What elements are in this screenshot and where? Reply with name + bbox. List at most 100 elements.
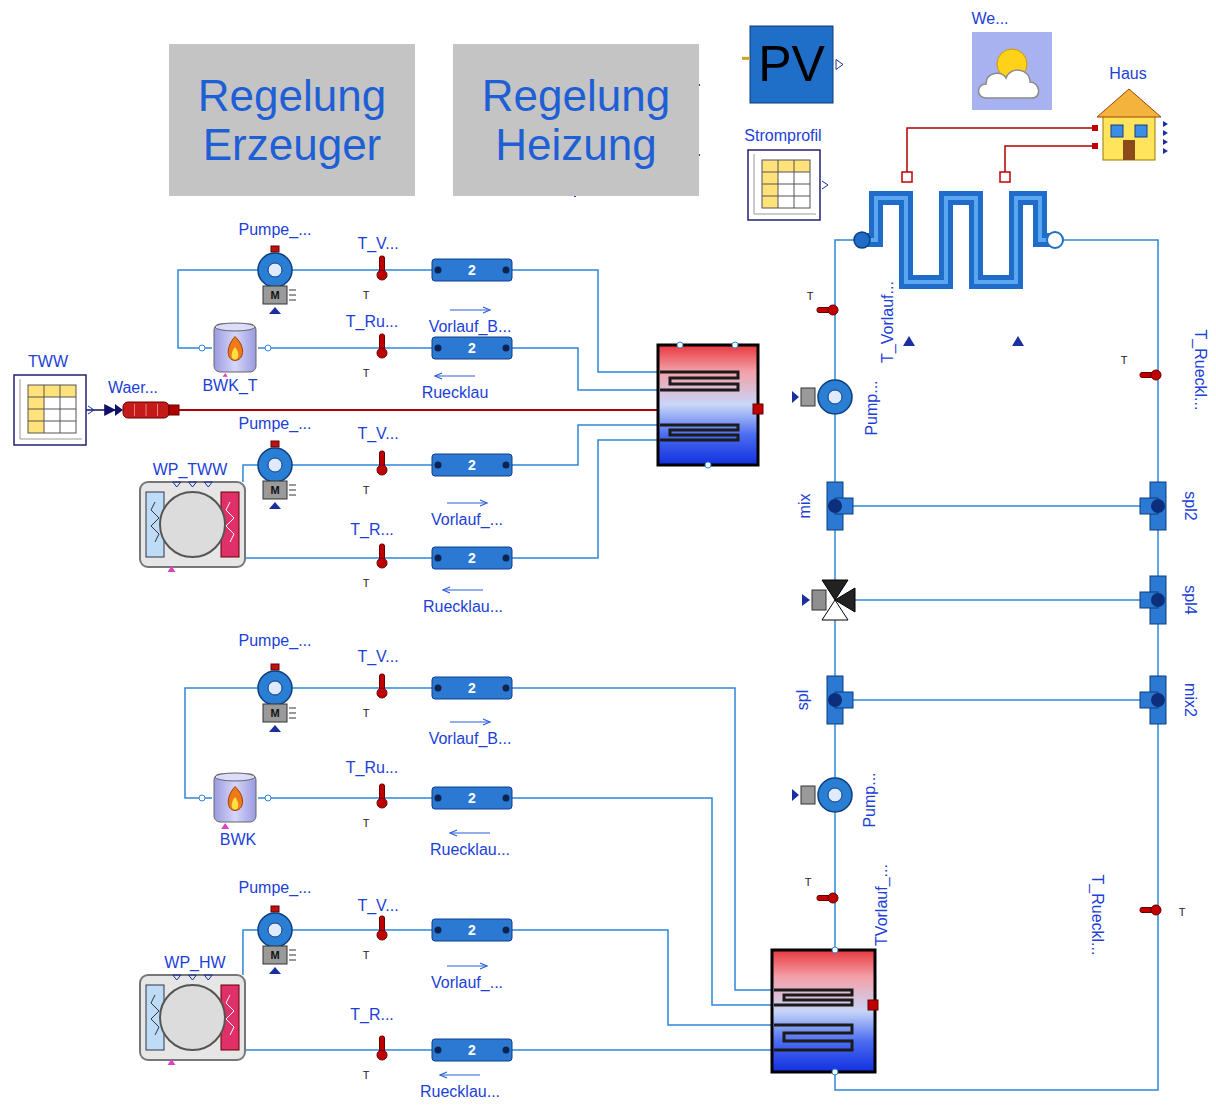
pump-symbol-node: Pump...	[817, 777, 853, 813]
weather-icon	[979, 70, 1039, 98]
pipe-segment-node: 2Ruecklau...	[432, 1039, 512, 1061]
table-source	[762, 172, 778, 184]
fluid-connector	[389, 1049, 432, 1051]
three-way-valve	[835, 588, 855, 612]
temperature-sensor	[1138, 902, 1178, 918]
fluid-connector	[389, 797, 432, 799]
fluid-connector	[834, 318, 836, 379]
temperature-sensor-node: T_Ru...T	[375, 784, 389, 812]
fluid-connector	[389, 929, 432, 931]
pump-symbol	[263, 481, 287, 499]
pump-symbol	[289, 300, 296, 301]
sensor-letter: T	[363, 949, 370, 962]
pipe-segment	[447, 502, 487, 503]
tee-junction	[827, 482, 843, 530]
controller-block-node: Regelung Erzeuger	[169, 44, 415, 196]
boiler-symbol	[199, 345, 205, 351]
temperature-sensor	[377, 270, 387, 280]
tee-junction-node: mix	[817, 482, 853, 530]
pv-block-node: PV	[750, 26, 833, 103]
heat-pump-symbol	[160, 492, 225, 557]
tee-junction-node: spl4	[1140, 576, 1176, 624]
sensor-letter: T	[1121, 354, 1128, 367]
storage-tank	[832, 947, 838, 953]
storage-tank	[677, 342, 683, 348]
controller-ports	[1012, 336, 1024, 346]
fluid-connector	[389, 347, 432, 349]
component-label: Pump...	[861, 770, 879, 829]
heat-pump-symbol	[168, 566, 176, 572]
tee-junction	[1151, 499, 1165, 513]
pipe-segment	[432, 919, 512, 941]
pipe-segment	[503, 462, 510, 469]
pump-symbol	[271, 664, 279, 670]
pump-symbol	[289, 708, 296, 709]
component-label: mix2	[1181, 681, 1199, 719]
fluid-connector	[243, 465, 256, 482]
tee-junction	[1150, 576, 1166, 624]
pump-symbol	[828, 390, 842, 404]
tee-junction	[1151, 693, 1165, 707]
component-label: T_R...	[348, 521, 396, 539]
pump-symbol	[289, 955, 296, 956]
fluid-connector	[389, 269, 432, 271]
component-label: spl2	[1181, 489, 1199, 522]
controller-block	[453, 44, 699, 196]
pump-symbol	[801, 388, 815, 406]
component-label: T_Vorlauf...	[879, 279, 897, 365]
component-label: Pumpe_...	[237, 632, 314, 650]
pump-symbol	[256, 912, 294, 948]
temperature-sensor-node: T_V...T	[375, 916, 389, 944]
house-icon	[1163, 130, 1168, 136]
pipe-segment-node: 2Ruecklau...	[432, 547, 512, 569]
pipe-segment	[503, 267, 510, 274]
storage-tank	[868, 1000, 878, 1010]
storage-tank	[732, 342, 738, 348]
heat-wires	[907, 128, 1092, 172]
pump-symbol	[271, 441, 279, 447]
heat-wires	[177, 409, 658, 411]
motor-letter: M	[270, 289, 279, 302]
sensor-letter: T	[805, 876, 812, 889]
temperature-sensor-node: T_Vorlauf...T	[815, 302, 855, 318]
table-source	[28, 409, 44, 421]
sensor-letter: T	[363, 484, 370, 497]
tee-junction	[1151, 593, 1165, 607]
house-icon	[1163, 139, 1168, 145]
pump-symbol	[271, 246, 279, 252]
fluid-connector	[389, 557, 432, 559]
table-source	[754, 214, 816, 215]
radiator	[862, 198, 1055, 282]
heat-pump-symbol	[173, 482, 181, 487]
fluid-connector	[258, 347, 375, 349]
tee-junction	[828, 499, 842, 513]
component-label: T_V...	[355, 897, 400, 915]
table-source	[762, 184, 810, 185]
tee-junction	[1150, 676, 1166, 724]
fluid-connector	[243, 930, 256, 975]
radiator	[1047, 232, 1063, 248]
controller-ports	[903, 336, 915, 346]
pump-symbol	[818, 380, 852, 414]
fluid-connector	[1157, 530, 1159, 576]
pipe-segment	[503, 795, 510, 802]
motor-letter: M	[270, 949, 279, 962]
table-source-node: Stromprofil	[748, 150, 820, 220]
fluid-connector	[294, 929, 375, 931]
house-icon	[1123, 140, 1135, 160]
temperature-sensor	[375, 674, 389, 702]
house-icon	[1092, 143, 1098, 149]
pump-symbol	[792, 789, 799, 801]
fluid-connector	[389, 687, 432, 689]
boiler-symbol	[228, 787, 242, 811]
temperature-sensor	[828, 305, 838, 315]
temperature-sensor-node: T_R...T	[375, 544, 389, 572]
boiler-symbol	[212, 322, 258, 374]
pipe-segment-count: 2	[468, 680, 476, 696]
heat-flow-source	[134, 404, 135, 416]
pipe-segment	[432, 1039, 512, 1061]
pump-symbol-node: Pumpe_...M	[256, 912, 294, 948]
table-source	[28, 409, 76, 410]
component-label: T_V...	[355, 235, 400, 253]
